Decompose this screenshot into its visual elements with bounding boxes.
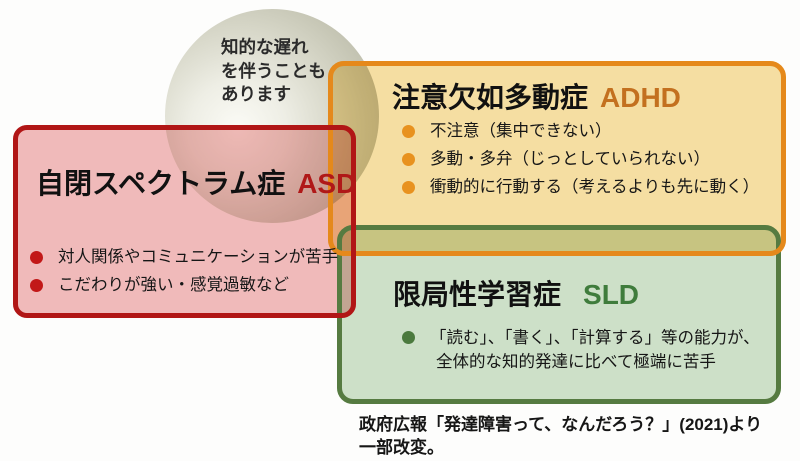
asd-bullet-2-text: こだわりが強い・感覚過敏など xyxy=(58,276,289,294)
asd-title-jp: 自閉スペクトラム症 xyxy=(36,168,286,199)
note-line-1: 知的な遅れ xyxy=(221,37,309,57)
source-caption-line-1: 政府広報「発達障害って、なんだろう？」(2021)より xyxy=(359,415,763,434)
note-line-3: あります xyxy=(221,84,291,104)
adhd-bullet-1: 不注意（集中できない） xyxy=(402,120,759,142)
red-bullet-dot-icon xyxy=(30,251,43,264)
sld-bullet-text: 「読む」、「書く」、「計算する」等の能力が、 全体的な知的発達に比べて極端に苦手 xyxy=(430,326,760,374)
asd-bullets: 対人関係やコミュニケーションが苦手 こだわりが強い・感覚過敏など xyxy=(30,246,338,302)
asd-bullet-2: こだわりが強い・感覚過敏など xyxy=(30,274,338,296)
sld-title-jp: 限局性学習症 xyxy=(393,279,562,310)
sld-bullet-line-2: 全体的な知的発達に比べて極端に苦手 xyxy=(436,353,716,371)
sld-bullets: 「読む」、「書く」、「計算する」等の能力が、 全体的な知的発達に比べて極端に苦手 xyxy=(402,326,760,380)
adhd-title-en: ADHD xyxy=(600,82,681,113)
asd-box-fill xyxy=(13,125,356,318)
adhd-bullet-2: 多動・多弁（じっとしていられない） xyxy=(402,148,759,170)
asd-bullet-1: 対人関係やコミュニケーションが苦手 xyxy=(30,246,338,268)
source-caption-line-2: 一部改変。 xyxy=(359,437,444,457)
sld-bullet-1: 「読む」、「書く」、「計算する」等の能力が、 全体的な知的発達に比べて極端に苦手 xyxy=(402,326,760,374)
adhd-title-jp: 注意欠如多動症 xyxy=(392,82,589,113)
asd-title-en: ASD xyxy=(297,168,357,199)
adhd-bullet-3: 衝動的に行動する（考えるよりも先に動く） xyxy=(402,176,759,198)
note-line-2: を伴うことも xyxy=(221,60,326,81)
orange-bullet-dot-icon xyxy=(402,153,415,166)
source-caption: 政府広報「発達障害って、なんだろう？」(2021)より 一部改変。 xyxy=(359,414,762,459)
orange-bullet-dot-icon xyxy=(402,125,415,138)
intellectual-delay-note: 知的な遅れ を伴うことも あります xyxy=(221,36,326,107)
adhd-bullet-2-text: 多動・多弁（じっとしていられない） xyxy=(430,150,711,168)
red-bullet-dot-icon xyxy=(30,279,43,292)
sld-title-en: SLD xyxy=(583,279,640,310)
adhd-bullets: 不注意（集中できない） 多動・多弁（じっとしていられない） 衝動的に行動する（考… xyxy=(402,120,759,204)
asd-box-border xyxy=(13,125,356,318)
adhd-box-border xyxy=(328,61,786,256)
green-bullet-dot-icon xyxy=(402,331,415,344)
adhd-title: 注意欠如多動症 ADHD xyxy=(392,82,681,114)
adhd-bullet-1-text: 不注意（集中できない） xyxy=(430,122,612,140)
adhd-bullet-3-text: 衝動的に行動する（考えるよりも先に動く） xyxy=(430,178,760,196)
sld-bullet-line-1: 「読む」、「書く」、「計算する」等の能力が、 xyxy=(430,329,760,347)
asd-title: 自閉スペクトラム症 ASD xyxy=(36,168,356,200)
orange-bullet-dot-icon xyxy=(402,181,415,194)
asd-bullet-1-text: 対人関係やコミュニケーションが苦手 xyxy=(58,248,339,266)
sld-title: 限局性学習症 SLD xyxy=(393,279,639,311)
